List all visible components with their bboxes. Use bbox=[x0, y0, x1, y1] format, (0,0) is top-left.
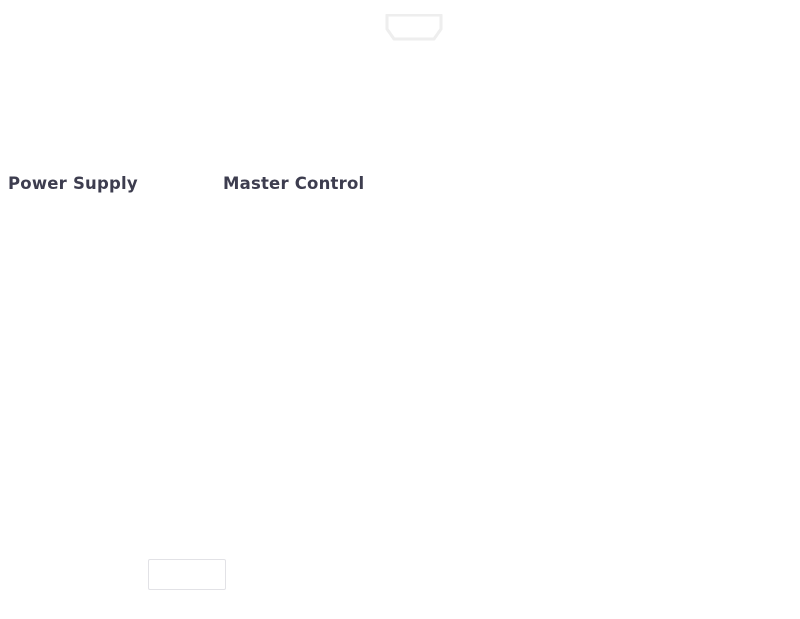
master-control-heading: Master Control bbox=[223, 174, 365, 193]
power-supply-heading: Power Supply bbox=[8, 174, 138, 193]
empty-slot-box[interactable] bbox=[148, 559, 226, 590]
hdmi-port-icon bbox=[385, 14, 443, 41]
